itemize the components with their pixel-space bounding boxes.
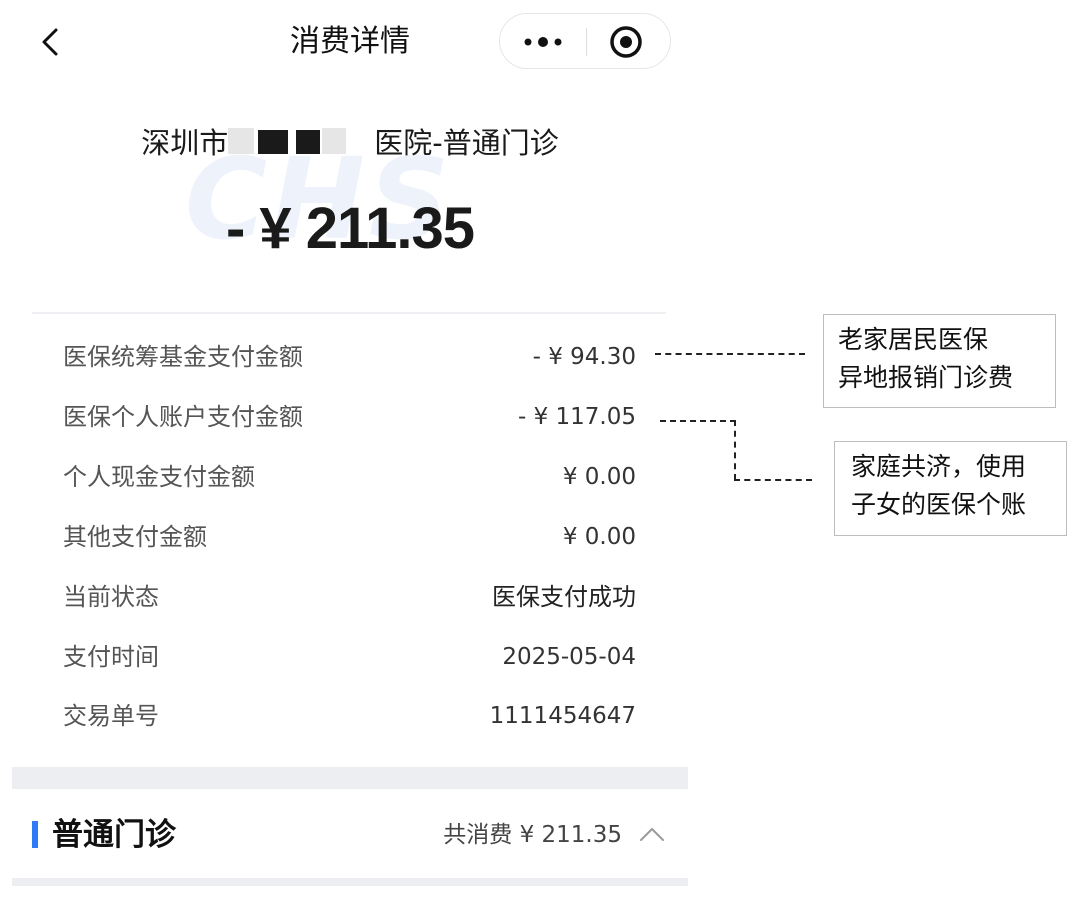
divider — [32, 312, 666, 314]
detail-value-other: ¥ 0.00 — [562, 524, 636, 550]
annotation-connector — [734, 420, 736, 480]
page-title: 消费详情 — [290, 24, 410, 59]
chevron-up-icon — [640, 828, 664, 841]
hospital-name: 深圳市 医院-普通门诊 — [60, 120, 640, 166]
redaction-block — [322, 128, 346, 154]
back-button[interactable] — [36, 22, 66, 62]
detail-label-personal-account: 医保个人账户支付金额 — [63, 403, 303, 431]
section-separator — [12, 767, 688, 789]
annotation-line: 异地报销门诊费 — [838, 363, 1014, 392]
detail-value-personal-account: - ¥ 117.05 — [517, 404, 636, 430]
annotation-line: 子女的医保个账 — [851, 490, 1027, 519]
annotation-box: 老家居民医保 异地报销门诊费 — [823, 314, 1056, 408]
mini-program-capsule — [499, 13, 671, 69]
detail-label-transaction-id: 交易单号 — [63, 702, 159, 730]
section-accent-bar — [32, 821, 38, 848]
detail-value-fund: - ¥ 94.30 — [532, 344, 636, 370]
chevron-left-icon — [42, 28, 58, 56]
hospital-name-prefix: 深圳市 — [141, 126, 229, 160]
detail-label-fund: 医保统筹基金支付金额 — [63, 343, 303, 371]
target-circle-icon — [610, 26, 642, 58]
more-button[interactable] — [518, 22, 568, 62]
capsule-divider — [586, 28, 587, 56]
section-total: 共消费 ¥ 211.35 — [443, 822, 622, 848]
more-dots-icon — [524, 37, 562, 47]
total-amount: - ¥ 211.35 — [226, 196, 475, 261]
detail-label-pay-time: 支付时间 — [63, 643, 159, 671]
section-title: 普通门诊 — [52, 817, 176, 853]
redaction-block — [296, 130, 320, 154]
collapse-toggle[interactable] — [638, 822, 666, 846]
annotation-connector — [734, 479, 812, 481]
hospital-name-suffix: 医院-普通门诊 — [374, 126, 559, 160]
detail-label-cash: 个人现金支付金额 — [63, 463, 255, 491]
detail-label-status: 当前状态 — [63, 583, 159, 611]
detail-value-pay-time: 2025-05-04 — [502, 644, 636, 670]
annotation-line: 家庭共济，使用 — [851, 452, 1027, 481]
annotation-connector — [655, 353, 805, 355]
redaction-block — [228, 128, 254, 154]
annotation-connector — [660, 420, 736, 422]
detail-value-status: 医保支付成功 — [492, 583, 636, 611]
chs-watermark: CHS — [185, 135, 454, 265]
detail-label-other: 其他支付金额 — [63, 523, 207, 551]
close-button[interactable] — [608, 24, 644, 60]
detail-value-cash: ¥ 0.00 — [562, 464, 636, 490]
redaction-block — [258, 130, 288, 154]
section-separator — [12, 878, 688, 886]
detail-value-transaction-id: 1111454647 — [489, 703, 636, 729]
annotation-box: 家庭共济，使用 子女的医保个账 — [834, 441, 1067, 536]
annotation-line: 老家居民医保 — [838, 325, 989, 354]
